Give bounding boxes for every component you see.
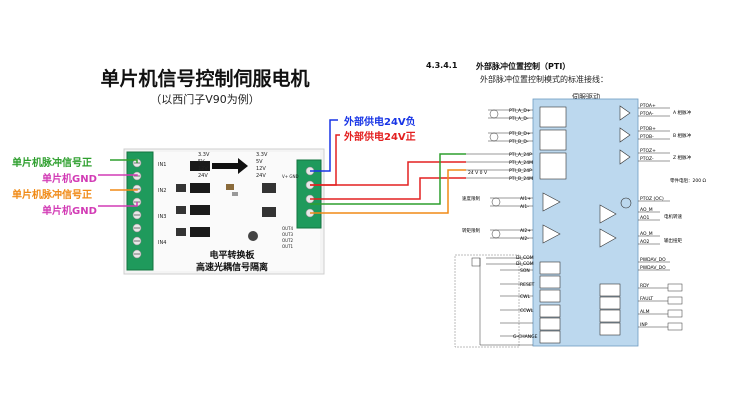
board-in-label-1: IN1 — [158, 162, 166, 168]
note-speed-limit: 速度限制 — [462, 195, 480, 202]
note-output-torque: 输出扭矩 — [664, 237, 682, 244]
board-voltage-left-3: 12V — [198, 166, 208, 172]
pin-ai2-plus: AI2+ — [520, 228, 531, 234]
note-motor-speed: 电机转速 — [664, 213, 682, 220]
board-voltage-right-1: 3.3V — [256, 152, 268, 158]
label-ext-24v-pos: 外部供电24V正 — [344, 132, 416, 143]
mcu-wires — [98, 159, 138, 207]
pin-rdy: RDY — [640, 283, 649, 289]
page-subtitle: （以西门子V90为例） — [150, 93, 260, 106]
note-resistor: 零件电阻：200 Ω — [670, 177, 707, 184]
board-name: 电平转换板 — [209, 249, 255, 261]
pin-pwdav-do-2: PWDAV_DO — [640, 265, 666, 271]
board-out-label-1: OUT1 — [282, 244, 294, 249]
pin-di-com-2: DI_COM — [516, 261, 534, 267]
board-voltage-left-2: 5V — [198, 159, 205, 165]
note-24v-0v: 24 V 0 V — [468, 170, 488, 176]
board-out-label-4: OUT4 — [282, 226, 294, 231]
pin-pwdav-do-1: PWDAV_DO — [640, 257, 666, 263]
drive-label: 伺服驱动 — [572, 93, 600, 101]
pin-ptoz-plus: PTOZ+ — [640, 148, 656, 154]
manual-section-number: 4.3.4.1 — [426, 61, 458, 70]
label-mcu-pulse-2: 单片机脉冲信号正 — [12, 190, 92, 201]
pin-ao2: AO2 — [640, 239, 650, 245]
pin-ao-m-1: AO_M — [640, 207, 653, 213]
pin-pti-b-d-plus: PTI_B_D+ — [509, 131, 531, 137]
pin-ptoa-plus: PTOA+ — [640, 103, 656, 109]
pin-pti-a-d-minus: PTI_A_D- — [509, 116, 529, 122]
label-mcu-gnd-2: 单片机GND — [42, 206, 97, 217]
pin-g-change: G-CHANGE — [513, 334, 538, 340]
manual-section-subtitle: 外部脉冲位置控制模式的标准接线： — [480, 75, 608, 84]
board-voltage-right-3: 12V — [256, 166, 266, 172]
servo-schematic: PTI_A_D+ PTI_A_D- PTI_B_D+ PTI_B_D- PTI_… — [454, 98, 707, 348]
pin-ai2-minus: AI2- — [520, 236, 529, 242]
pin-ptoz-minus: PTOZ- — [640, 156, 654, 162]
pin-ptoz-oc: PTOZ (OC) — [640, 196, 664, 202]
note-a-phase: A 相脉冲 — [673, 109, 692, 116]
board-voltage-left-1: 3.3V — [198, 152, 210, 158]
board-power-label: V+ GND — [282, 174, 299, 179]
pin-pti-a-24p: PTI_A_24P — [509, 152, 532, 158]
label-mcu-gnd-1: 单片机GND — [42, 174, 97, 185]
pin-son: SON — [520, 268, 530, 274]
pin-di-com-1: DI_COM — [516, 255, 534, 261]
pin-pti-a-d-plus: PTI_A_D+ — [509, 108, 531, 114]
board-voltage-left-4: 24V — [198, 173, 208, 179]
board-voltage-right-4: 24V — [256, 173, 266, 179]
pin-ccwl: CCWL — [520, 308, 534, 314]
pin-pti-b-24m: PTI_B_24M — [509, 176, 533, 182]
board-in-label-2: IN2 — [158, 188, 166, 194]
servo-wires — [310, 119, 466, 214]
pin-ai1-plus: AI1+ — [520, 196, 531, 202]
pin-cwl: CWL — [520, 294, 531, 300]
page-title: 单片机信号控制伺服电机 — [100, 68, 310, 90]
pin-ptob-minus: PTOB- — [640, 134, 654, 140]
pin-pti-a-24m: PTI_A_24M — [509, 160, 533, 166]
label-ext-24v-neg: 外部供电24V负 — [344, 117, 416, 128]
pin-reset: RESET — [520, 282, 535, 288]
label-mcu-pulse-1: 单片机脉冲信号正 — [12, 158, 92, 169]
pin-ao1: AO1 — [640, 215, 650, 221]
note-b-phase: B 相脉冲 — [673, 132, 692, 139]
pin-ptoa-minus: PTOA- — [640, 111, 654, 117]
board-in-label-4: IN4 — [158, 240, 166, 246]
board-in-label-3: IN3 — [158, 214, 166, 220]
pin-ptob-plus: PTOB+ — [640, 126, 656, 132]
note-torque-limit: 转矩限制 — [462, 227, 480, 234]
level-converter-board: 3.3V 5V 12V 24V 3.3V 5V 12V 24V IN1 IN2 … — [123, 148, 325, 275]
board-feature: 高速光耦信号隔离 — [196, 261, 268, 273]
pin-pti-b-24p: PTI_B_24P — [509, 168, 532, 174]
board-out-label-3: OUT3 — [282, 232, 294, 237]
manual-section-title: 外部脉冲位置控制（PTI） — [476, 62, 571, 71]
board-out-label-2: OUT2 — [282, 238, 294, 243]
pin-alm: ALM — [640, 309, 650, 315]
note-z-phase: Z 相脉冲 — [673, 154, 692, 161]
board-voltage-right-2: 5V — [256, 159, 263, 165]
pin-fault: FAULT — [640, 296, 653, 302]
pin-ai1-minus: AI1- — [520, 204, 529, 210]
pin-pti-b-d-minus: PTI_B_D- — [509, 139, 529, 145]
pin-inp: INP — [640, 322, 648, 328]
pin-ao-m-2: AO_M — [640, 231, 653, 237]
